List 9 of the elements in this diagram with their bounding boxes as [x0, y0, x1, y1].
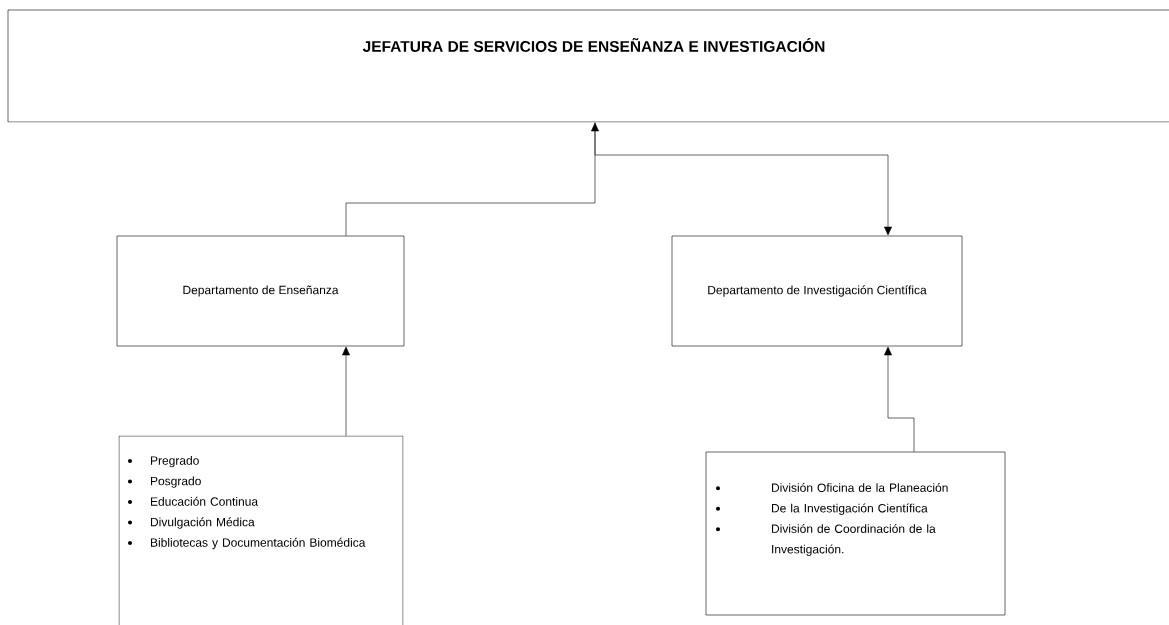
arrow [884, 346, 915, 452]
department-box: Departamento de Investigación Científica [671, 235, 963, 347]
department-box: Departamento de Enseñanza [116, 235, 405, 347]
arrow [345, 122, 599, 236]
list-box: Pregrado Posgrado Educación Continua Divulgación Médica Bibliotecas y Documentación Biomédica [118, 435, 404, 625]
heading-box: JEFATURA DE SERVICIOS DE ENSEÑANZA E INVESTIGACIÓN [7, 9, 1169, 123]
arrow [342, 346, 350, 436]
arrow [594, 122, 892, 236]
list-box: División Oficina de la Planeación De la Investigación Científica División de Coordinación de la Investigación. [705, 451, 1006, 616]
